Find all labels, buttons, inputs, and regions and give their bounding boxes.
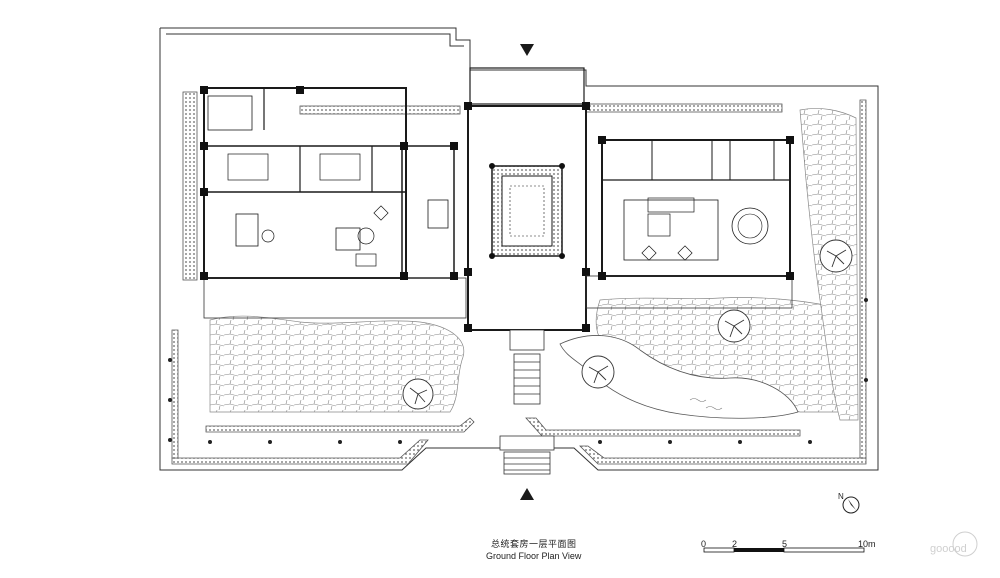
watermark-text: gooood [930,543,967,555]
scale-label-5: 5 [782,539,788,549]
entry-steps [499,329,555,475]
north-label: N [838,492,844,501]
section-marker-south [520,488,534,500]
central-hall [467,67,587,331]
site-boundary [159,27,879,471]
hall-columns [464,102,590,332]
scale-label-0: 0 [701,539,707,549]
scale-label-10m: 10m [858,539,876,549]
scale-label-2: 2 [732,539,738,549]
water-ripples [689,398,723,410]
wall-columns [200,86,794,280]
west-wing [203,87,455,279]
east-wing [601,139,791,277]
caption-title-cn: 总统套房一层平面图 [490,540,577,550]
trees [402,239,853,410]
east-veranda [585,275,793,309]
drawing-caption: 总统套房一层平面图 Ground Floor Plan View [486,537,581,561]
west-veranda [203,277,467,319]
west-wall-planting [182,91,198,281]
north-east-wall-planting [585,103,783,113]
scale-bar [703,547,865,553]
caption-title-en: Ground Floor Plan View [486,551,582,561]
watermark: gooood [930,531,978,557]
north-wall-planting [299,105,461,115]
bollards [168,298,868,444]
north-arrow: N [838,492,860,514]
section-marker-north [520,44,534,56]
